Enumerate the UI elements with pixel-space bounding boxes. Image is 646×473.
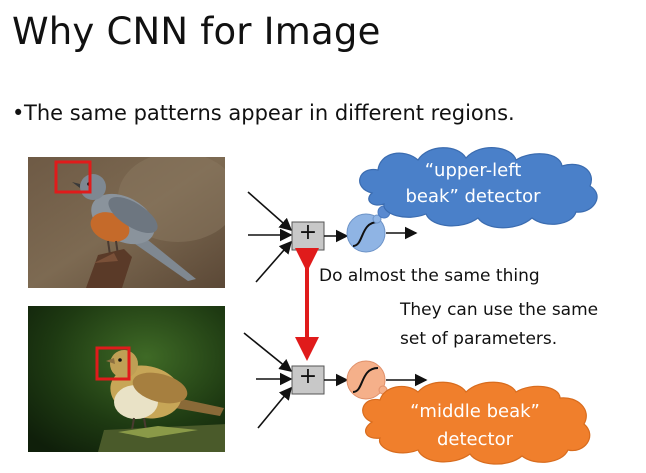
middle-adder-plus: + (298, 364, 318, 389)
middle-beak-highlight (95, 346, 131, 381)
parameters-note-line1: They can use the same (400, 300, 599, 320)
bullet-point: •The same patterns appear in different r… (12, 101, 515, 125)
middle-neuron (346, 360, 386, 400)
middle-cloud-line1: “middle beak” (410, 401, 540, 422)
upper-cloud-line1: “upper-left (424, 160, 522, 181)
upper-cloud-line2: beak” detector (405, 186, 541, 207)
upper-input-lines (247, 191, 293, 283)
bird-photo-middle (28, 306, 225, 452)
upper-neuron (346, 213, 386, 253)
bird-photo-upper (28, 157, 225, 288)
upper-adder-plus: + (298, 220, 318, 245)
same-thing-note: Do almost the same thing (319, 266, 540, 286)
middle-cloud-line2: detector (437, 429, 513, 450)
page-title: Why CNN for Image (12, 10, 381, 53)
upper-left-beak-highlight (54, 160, 92, 194)
middle-input-lines (243, 332, 293, 429)
bullet-dot-icon: • (12, 101, 25, 125)
middle-beak-cloud (362, 381, 591, 465)
parameters-note-line2: set of parameters. (400, 329, 558, 349)
bullet-text: The same patterns appear in different re… (24, 101, 515, 125)
